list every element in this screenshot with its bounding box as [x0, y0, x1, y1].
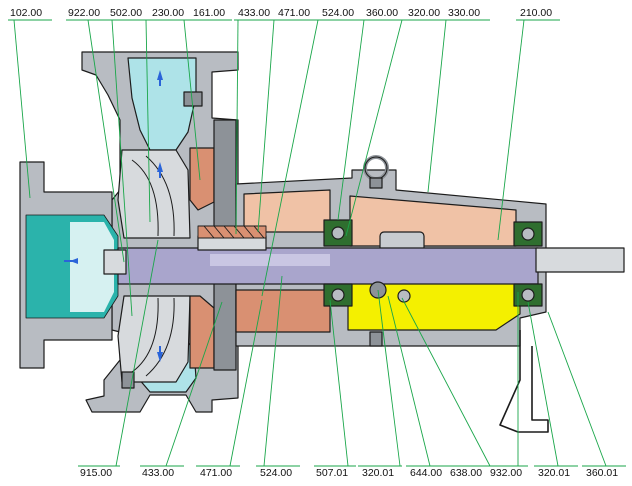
callout-433-bottom: 433.00 [142, 467, 174, 479]
leader-915 [115, 239, 159, 467]
leader-524b [263, 275, 283, 467]
leader-433t [235, 19, 239, 235]
callout-320-top: 320.00 [408, 7, 440, 19]
support-foot [499, 330, 549, 433]
leader-320t [345, 19, 403, 237]
leader-644 [387, 295, 431, 467]
callout-330: 330.00 [448, 7, 480, 19]
leader-471b [229, 299, 263, 467]
callout-161: 161.00 [193, 7, 225, 19]
leader-433b [165, 301, 223, 467]
leader-36001 [547, 311, 607, 467]
callout-638: 638.00 [450, 467, 482, 479]
callout-360-01: 360.01 [586, 467, 618, 479]
leader-161 [183, 19, 201, 181]
callout-leaders [13, 19, 607, 467]
leader-922 [87, 19, 125, 263]
leader-230 [145, 19, 151, 223]
leader-507 [329, 299, 349, 467]
callout-320-01-a: 320.01 [362, 467, 394, 479]
shaft-end [535, 247, 625, 273]
shaft-highlight [210, 254, 330, 266]
callout-320-01-b: 320.01 [538, 467, 570, 479]
leader-210 [497, 19, 525, 241]
callout-471-top: 471.00 [278, 7, 310, 19]
callout-433-top: 433.00 [238, 7, 270, 19]
callout-524-top: 524.00 [322, 7, 354, 19]
flow-arrows [64, 70, 163, 362]
oil-plug-638 [397, 289, 411, 303]
leader-102 [13, 19, 31, 199]
callout-915: 915.00 [80, 467, 112, 479]
impeller-vane-lower [131, 297, 175, 377]
callout-502: 502.00 [110, 7, 142, 19]
pump-drawing [19, 51, 625, 433]
flow-arrow-upper [157, 162, 163, 178]
callout-644: 644.00 [410, 467, 442, 479]
callout-210: 210.00 [520, 7, 552, 19]
leader-471t [257, 19, 275, 233]
bearing-inboard [323, 219, 353, 307]
leader-524t [261, 19, 319, 297]
impeller-nut [103, 249, 127, 275]
gland-packing [197, 225, 267, 239]
impeller-vane-upper [131, 155, 175, 237]
callout-360-top: 360.00 [366, 7, 398, 19]
leader-32001a [377, 289, 401, 467]
callout-524-bottom: 524.00 [260, 467, 292, 479]
leader-330 [427, 19, 447, 193]
callout-102: 102.00 [10, 7, 42, 19]
flow-arrow-lower [157, 346, 163, 362]
callout-932: 932.00 [490, 467, 522, 479]
leader-638 [401, 297, 491, 467]
callout-230: 230.00 [152, 7, 184, 19]
bracket-interior-lower [235, 289, 331, 333]
callout-507: 507.01 [316, 467, 348, 479]
casing-cover-lower [189, 295, 215, 369]
callout-922: 922.00 [68, 7, 100, 19]
top-callouts: 102.00 922.00 502.00 230.00 161.00 433.0… [8, 7, 560, 21]
casing-cover-upper [189, 147, 215, 211]
flow-arrow-discharge [157, 70, 163, 86]
drain-bolt [369, 331, 383, 347]
flow-arrow-suction [64, 258, 78, 264]
suction-inner-light [70, 222, 114, 312]
bottom-callouts: 915.00 433.00 471.00 524.00 507.01 320.0… [78, 465, 626, 479]
leader-360t [337, 19, 365, 221]
callout-471-bottom: 471.00 [200, 467, 232, 479]
lifting-eye [363, 155, 389, 189]
leader-502 [111, 19, 133, 317]
casing-bolt-top [183, 91, 203, 107]
bearing-outboard [513, 221, 543, 307]
leader-32001b [527, 301, 559, 467]
